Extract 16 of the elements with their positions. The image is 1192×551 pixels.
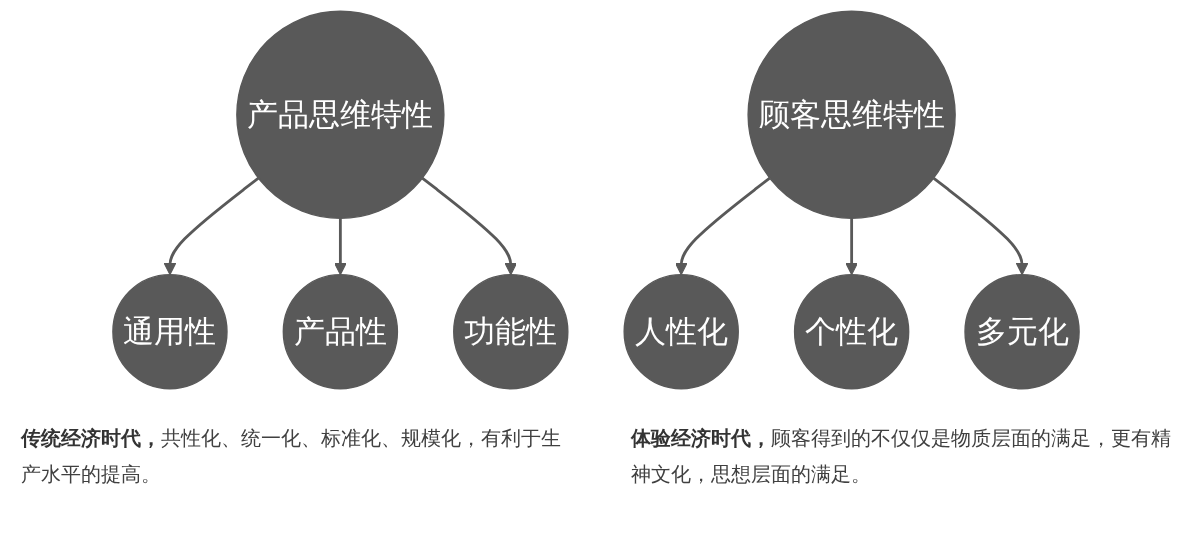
node-circle: 多元化 [964,273,1080,390]
caption-text: 传统经济时代，共性化、统一化、标准化、规模化，有利于生产水平的提高。 [21,425,561,488]
arrow [845,218,858,276]
node-circle: 功能性 [453,273,569,390]
node-circle: 个性化 [793,273,910,390]
arrow [334,218,347,276]
node-circle: 产品思维特性 [236,10,445,219]
node-circle: 通用性 [112,273,228,390]
arrow [932,176,1029,276]
arrow [163,176,260,276]
arrow [675,176,771,276]
node-circle: 产品性 [282,273,399,390]
arrow [421,176,517,276]
node-circle: 顾客思维特性 [747,10,956,219]
node-circle: 人性化 [623,273,739,390]
caption-text: 体验经济时代，顾客得到的不仅仅是物质层面的满足，更有精神文化，思想层面的满足。 [631,425,1171,488]
